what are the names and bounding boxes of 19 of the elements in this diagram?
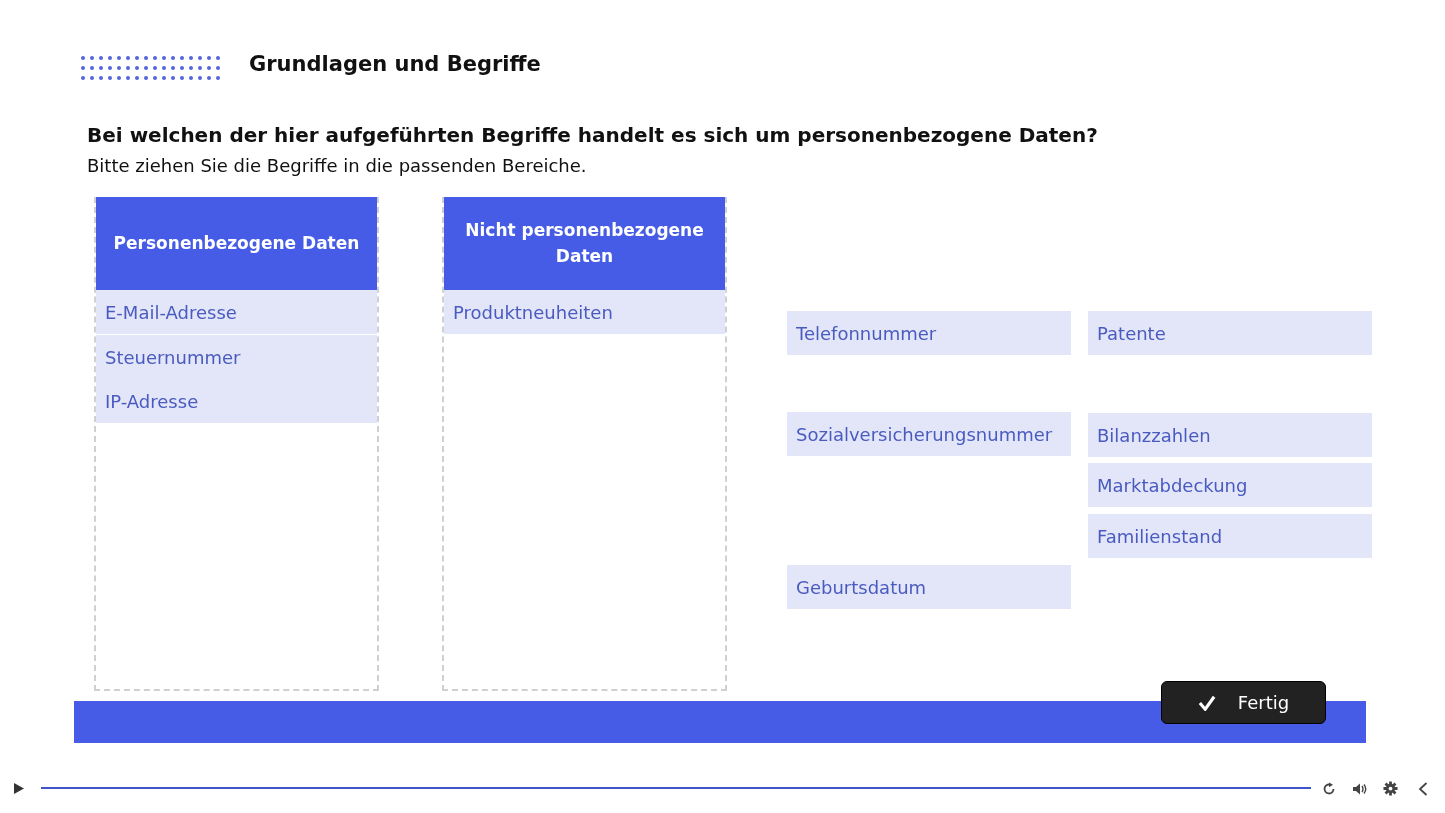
instruction-text: Bitte ziehen Sie die Begriffe in die passenden Bereiche.	[87, 155, 587, 176]
term-card: Sozialversicherungsnummer	[787, 412, 1071, 456]
drop-zone	[94, 197, 379, 691]
term-card: Marktabdeckung	[1088, 463, 1372, 507]
term-card: Geburtsdatum	[787, 565, 1071, 609]
page-title: Grundlagen und Begriffe	[249, 52, 541, 76]
zone-header: Nicht personenbezogene Daten	[444, 197, 725, 290]
term-card: Telefonnummer	[787, 311, 1071, 355]
zone-header: Personenbezogene Daten	[96, 197, 377, 290]
term-card: IP-Adresse	[96, 379, 377, 423]
term-card: E-Mail-Adresse	[96, 290, 377, 334]
term-card: Patente	[1088, 311, 1372, 355]
done-button: Fertig	[1161, 681, 1326, 724]
term-card: Bilanzzahlen	[1088, 413, 1372, 457]
question-text: Bei welchen der hier aufgeführten Begriffe handelt es sich um personenbezogene Daten?	[87, 123, 1098, 147]
term-card: Produktneuheiten	[444, 290, 725, 334]
term-card: Steuernummer	[96, 335, 377, 379]
term-card: Familienstand	[1088, 514, 1372, 558]
drop-zone	[442, 197, 727, 691]
